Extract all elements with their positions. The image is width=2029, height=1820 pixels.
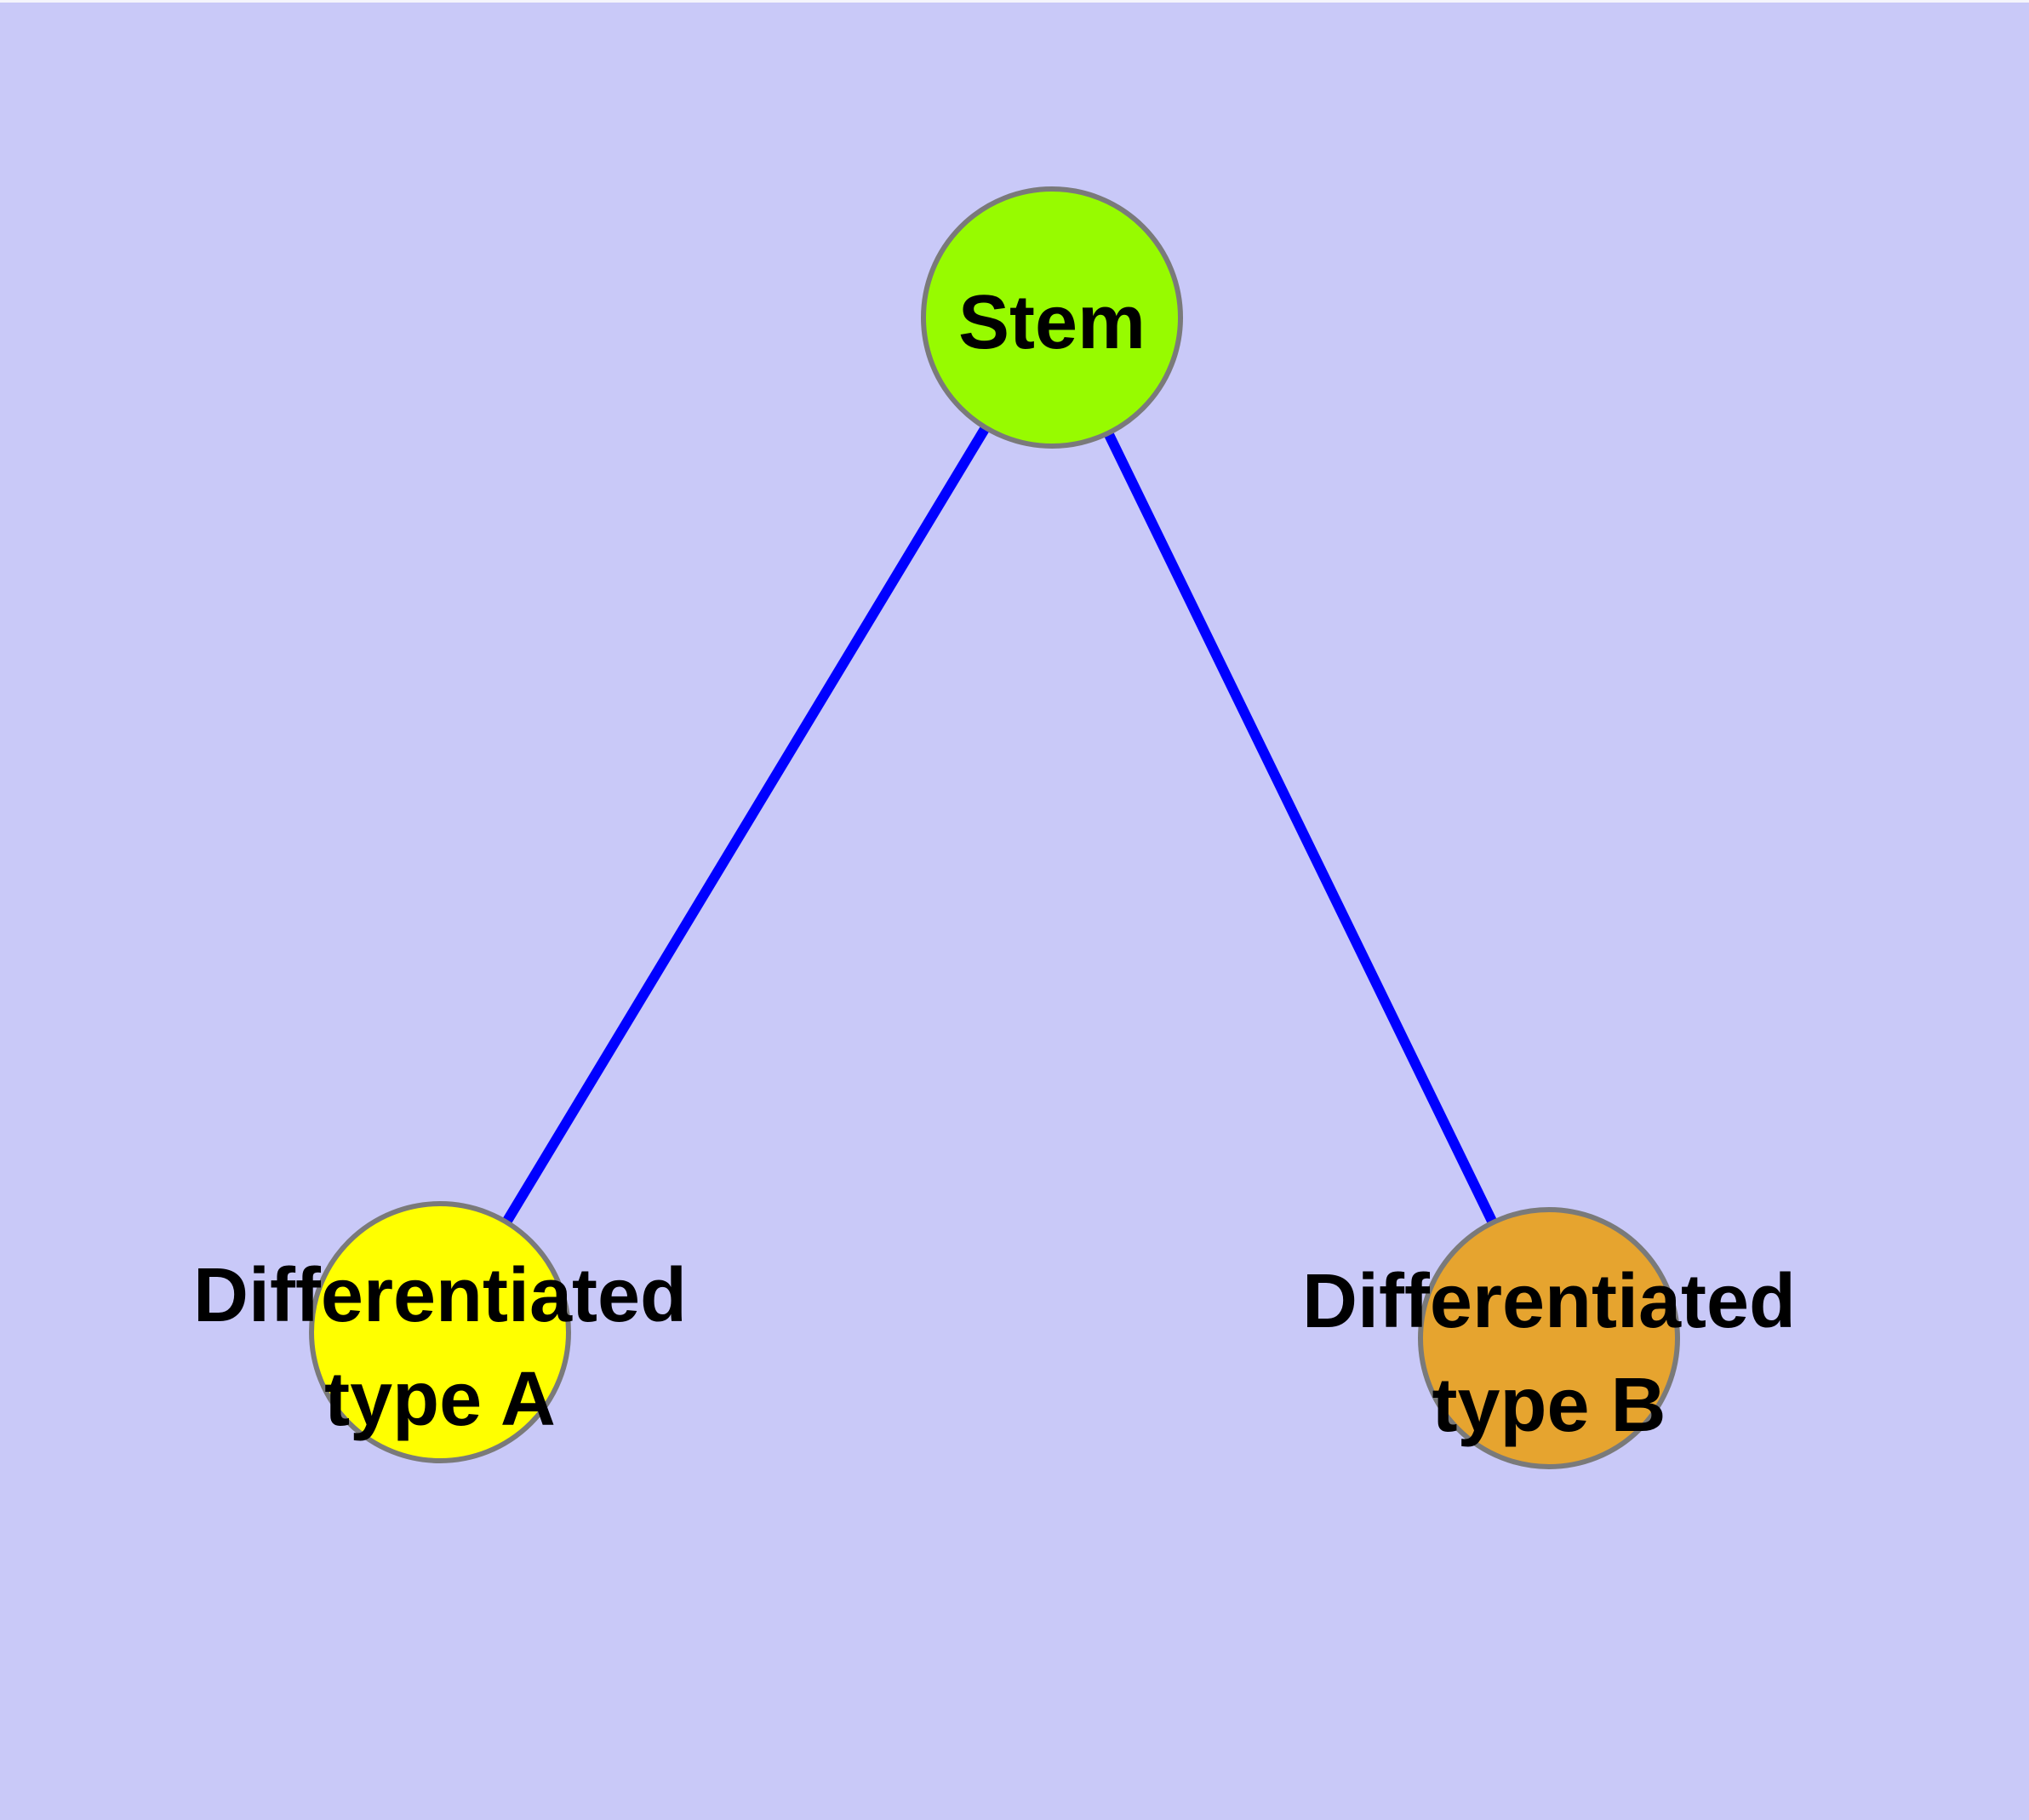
node-label-stem: Stem: [958, 280, 1146, 365]
edge-stem-to-type-b: [1047, 315, 1554, 1341]
node-label-type-b-line1: Differentiated: [1302, 1259, 1796, 1344]
node-label-type-a-line2: type A: [324, 1357, 556, 1442]
edges: [435, 314, 1554, 1341]
node-differentiated-type-b: [1418, 1207, 1680, 1469]
edge-stem-to-type-a: [435, 314, 1057, 1336]
node-label-type-b-line2: type B: [1432, 1363, 1666, 1448]
node-labels: Stem Differentiated type A Differentiate…: [193, 280, 1796, 1448]
nodes: [309, 186, 1680, 1469]
top-edge-strip: [0, 0, 2029, 3]
node-stem: [921, 186, 1183, 449]
node-differentiated-type-a: [309, 1201, 571, 1463]
node-label-type-a-line1: Differentiated: [193, 1253, 687, 1338]
